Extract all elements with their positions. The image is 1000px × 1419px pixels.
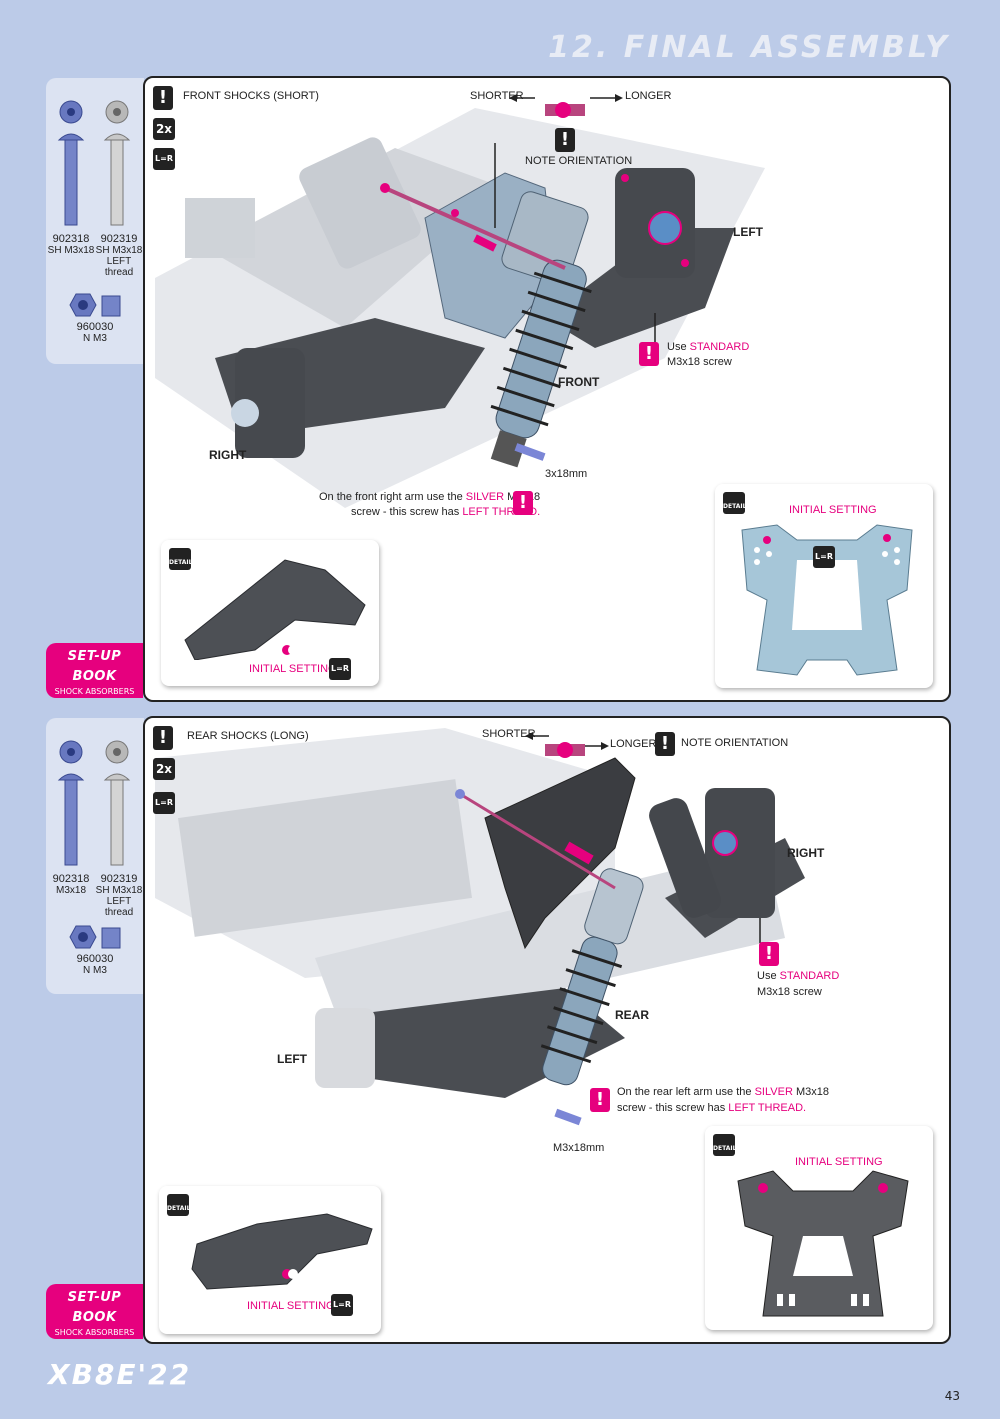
detail-magnifier-icon: DETAIL bbox=[167, 1194, 190, 1216]
standard-screw-warning-icon: ! bbox=[639, 342, 659, 366]
front-assembly-illustration bbox=[155, 94, 765, 508]
initial-setting-label: INITIAL SETTING bbox=[795, 1156, 883, 1168]
front-shock-tower-part bbox=[741, 524, 913, 676]
detail-magnifier-icon: DETAIL bbox=[169, 548, 192, 570]
setup-book-badge[interactable]: SET-UP BOOK SHOCK ABSORBERS bbox=[46, 1284, 143, 1339]
initial-setting-label: INITIAL SETTING bbox=[249, 663, 337, 675]
initial-setting-label: INITIAL SETTING bbox=[247, 1300, 335, 1312]
page-number: 43 bbox=[944, 1389, 960, 1403]
note-orientation-label: NOTE ORIENTATION bbox=[525, 155, 633, 167]
quantity-badge: 2x bbox=[153, 758, 175, 780]
left-thread-warning-icon: ! bbox=[590, 1088, 610, 1112]
rear-shocks-panel: ! REAR SHOCKS (LONG) 2x L=R SHORTER LONG… bbox=[143, 716, 951, 1344]
left-thread-note: On the rear left arm use the SILVER M3x1… bbox=[617, 1086, 829, 1114]
arm-detail-box: DETAIL INITIAL SETTING L=R bbox=[159, 1186, 381, 1334]
shorter-label: SHORTER bbox=[470, 90, 524, 102]
detail-magnifier-icon: DETAIL bbox=[713, 1134, 736, 1156]
screw-length-label: M3x18mm bbox=[553, 1142, 605, 1154]
lr-badge: L=R bbox=[153, 148, 175, 170]
note-orientation-label: NOTE ORIENTATION bbox=[681, 737, 789, 749]
left-thread-note: On the front right arm use the SILVER M3… bbox=[319, 491, 541, 518]
section-heading: FRONT SHOCKS (SHORT) bbox=[183, 90, 319, 102]
standard-screw-warning-icon: ! bbox=[759, 942, 779, 966]
rear-arm-part bbox=[191, 1213, 373, 1290]
initial-setting-label: INITIAL SETTING bbox=[789, 504, 877, 516]
rear-label: REAR bbox=[615, 1008, 650, 1022]
note-warning-icon: ! bbox=[655, 732, 675, 756]
left-label: LEFT bbox=[277, 1052, 307, 1066]
shock-tower-detail-box: DETAIL INITIAL SETTING bbox=[705, 1126, 933, 1330]
screw-length-label: 3x18mm bbox=[545, 468, 588, 480]
lr-badge: L=R bbox=[153, 792, 175, 814]
rear-shock-tower-part bbox=[737, 1170, 909, 1317]
nut-icon bbox=[69, 293, 121, 317]
button-head-screw-icon bbox=[57, 100, 85, 226]
right-label: RIGHT bbox=[787, 846, 825, 860]
longer-label: LONGER bbox=[625, 90, 672, 102]
right-label: RIGHT bbox=[209, 448, 247, 462]
lr-badge: L=R bbox=[813, 546, 835, 568]
setup-book-badge[interactable]: SET-UP BOOK SHOCK ABSORBERS bbox=[46, 643, 143, 698]
shorter-label: SHORTER bbox=[482, 728, 536, 740]
shock-tower-detail-box: DETAIL INITIAL SETTING L=R bbox=[715, 484, 933, 688]
left-thread-warning-icon: ! bbox=[513, 491, 533, 515]
lr-badge: L=R bbox=[331, 1294, 353, 1316]
front-label: FRONT bbox=[558, 375, 600, 389]
nut-icon bbox=[69, 925, 121, 949]
section-heading: REAR SHOCKS (LONG) bbox=[187, 730, 309, 742]
note-warning-icon: ! bbox=[555, 128, 575, 152]
page-title: 12. FINAL ASSEMBLY bbox=[548, 30, 950, 65]
front-shocks-panel: ! FRONT SHOCKS (SHORT) 2x L=R SHORTER LO… bbox=[143, 76, 951, 702]
front-arm-part bbox=[184, 559, 366, 660]
arm-detail-box: DETAIL INITIAL SETTING L=R bbox=[161, 540, 379, 686]
quantity-badge: 2x bbox=[153, 118, 175, 140]
left-label: LEFT bbox=[733, 225, 763, 239]
silver-screw-icon bbox=[103, 100, 131, 226]
rear-assembly-illustration bbox=[155, 728, 805, 1126]
longer-label: LONGER bbox=[610, 738, 657, 750]
detail-magnifier-icon: DETAIL bbox=[723, 492, 746, 514]
warning-icon: ! bbox=[153, 726, 173, 750]
silver-screw-icon bbox=[103, 740, 131, 866]
brand-logo: XB8E'22 bbox=[48, 1358, 192, 1391]
warning-icon: ! bbox=[153, 86, 173, 110]
lr-badge: L=R bbox=[329, 658, 351, 680]
button-head-screw-icon bbox=[57, 740, 85, 866]
